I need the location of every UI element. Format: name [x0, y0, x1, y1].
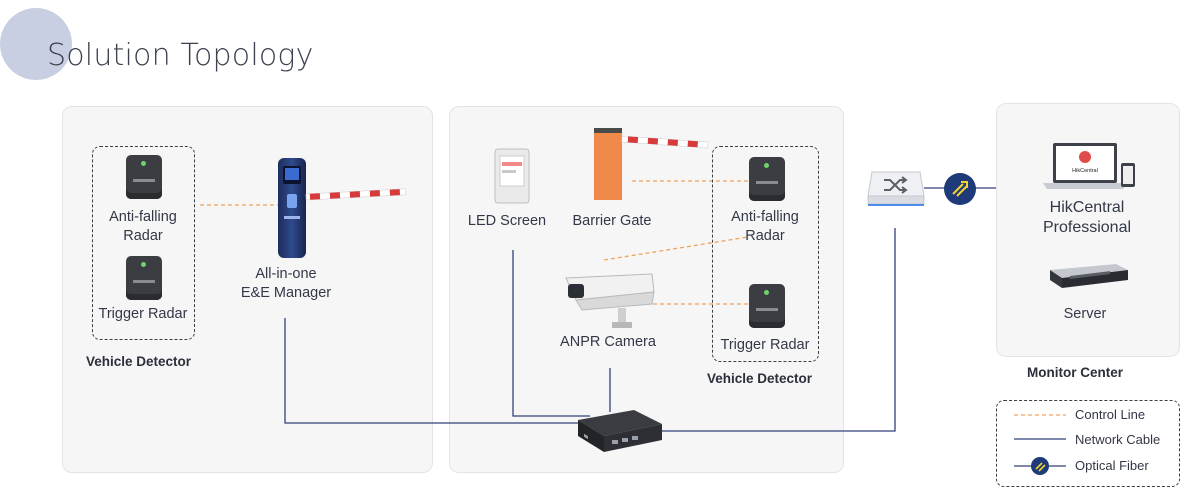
optical-fiber-node-icon — [944, 173, 976, 205]
network-cable-led — [512, 250, 590, 417]
title-decoration — [0, 8, 72, 80]
barrier-gate-icon — [594, 128, 709, 200]
left-site-panel — [62, 106, 433, 473]
trigger-radar-label-left: Trigger Radar — [98, 306, 188, 322]
server-label: Server — [1063, 306, 1107, 322]
hikcentral-laptop-icon: HikCentral — [1043, 143, 1135, 189]
hikcentral-label: HikCentral Professional — [1042, 199, 1132, 236]
trigger-radar-icon-middle — [749, 284, 785, 328]
led-screen-label: LED Screen — [467, 213, 547, 229]
e-and-e-manager-label: All-in-one E&E Manager — [240, 266, 332, 301]
anpr-camera-label: ANPR Camera — [560, 334, 656, 350]
network-cable-switch — [660, 228, 896, 432]
legend-box — [996, 400, 1180, 487]
vehicle-detector-label-left: Vehicle Detector — [86, 354, 192, 369]
page-title: Solution Topology — [47, 38, 314, 73]
legend-network-cable: Network Cable — [1075, 432, 1161, 447]
legend-network-cable-swatch — [1014, 438, 1066, 440]
legend-optical-fiber: Optical Fiber — [1075, 458, 1149, 473]
control-line-camera-gate — [603, 236, 749, 261]
anti-falling-radar-label-middle: Anti-falling Radar — [731, 209, 799, 244]
hikcentral-screen-text: HikCentral — [1072, 168, 1098, 174]
e-and-e-manager-icon — [278, 158, 407, 258]
legend-optical-fiber-swatch — [1014, 457, 1066, 475]
trigger-radar-label-middle: Trigger Radar — [720, 337, 810, 353]
network-switch-icon — [867, 171, 925, 206]
led-screen-icon — [494, 148, 530, 204]
network-cable-manager — [284, 318, 578, 424]
legend-control-line-swatch — [1014, 414, 1066, 416]
vehicle-detector-box-left — [92, 146, 195, 340]
monitor-center-label: Monitor Center — [1027, 365, 1123, 380]
anti-falling-radar-label-left: Anti-falling Radar — [109, 209, 177, 244]
vehicle-detector-box-middle — [712, 146, 819, 362]
anti-falling-radar-icon-left — [126, 155, 162, 199]
anti-falling-radar-icon-middle — [749, 157, 785, 201]
legend-control-line: Control Line — [1075, 407, 1146, 422]
anpr-camera-icon — [565, 273, 655, 328]
edge-device-icon — [578, 410, 662, 452]
server-icon — [1050, 264, 1128, 288]
barrier-gate-label: Barrier Gate — [572, 213, 652, 229]
trigger-radar-icon-left — [126, 256, 162, 300]
vehicle-detector-label-middle: Vehicle Detector — [707, 371, 813, 386]
